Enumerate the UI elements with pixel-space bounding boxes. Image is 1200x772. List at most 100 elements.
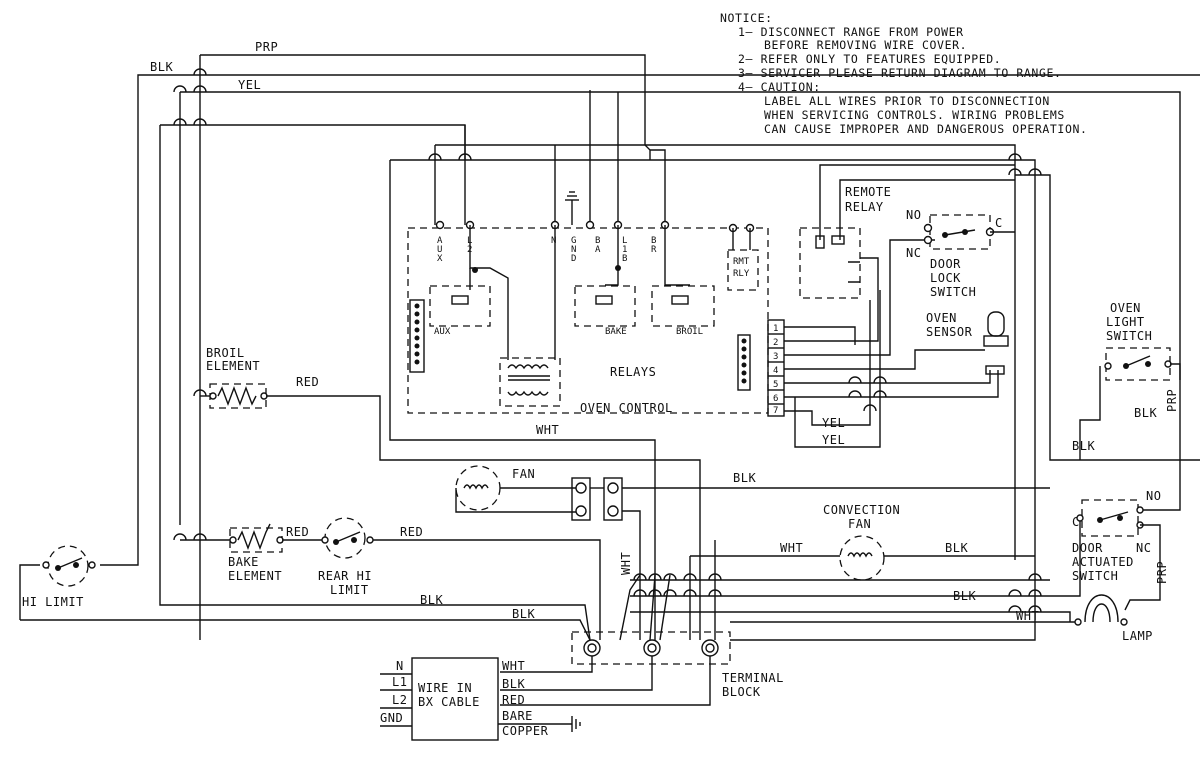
contact-c-2: C [1072, 515, 1080, 529]
svg-text:RELAY: RELAY [845, 200, 884, 214]
convection-fan: CONVECTION FAN WHT BLK [690, 503, 1035, 581]
svg-text:REAR HI: REAR HI [318, 569, 372, 583]
svg-text:B: B [622, 254, 627, 264]
svg-text:B: B [595, 236, 600, 246]
notice-line: 2— REFER ONLY TO FEATURES EQUIPPED. [738, 52, 1001, 66]
wire-label-blk-hi: BLK [512, 607, 535, 621]
wire-label-prp: PRP [255, 40, 278, 54]
svg-text:RMT: RMT [733, 257, 750, 267]
svg-text:1: 1 [622, 245, 627, 255]
connector-wires: YEL YEL [784, 239, 999, 448]
broil-relay [651, 285, 715, 327]
svg-text:CONVECTION: CONVECTION [823, 503, 900, 517]
wire-label-blk-bx: BLK [502, 677, 525, 691]
svg-text:FAN: FAN [848, 517, 871, 531]
wire-label-blk: BLK [150, 60, 173, 74]
top-harness [19, 54, 1200, 650]
lamp: LAMP [730, 594, 1153, 643]
rmt-rly [727, 249, 759, 291]
oven-sensor: OVEN SENSOR [926, 311, 1009, 375]
svg-text:X: X [437, 254, 443, 264]
contact-c: C [995, 216, 1003, 230]
wire-label-blk-right: BLK [953, 589, 976, 603]
wire-label-yel: YEL [238, 78, 261, 92]
svg-text:BLOCK: BLOCK [722, 685, 761, 699]
broil-element: BROIL ELEMENT RED [200, 346, 701, 640]
notice-block: NOTICE: 1— DISCONNECT RANGE FROM POWER B… [720, 11, 1088, 136]
svg-text:BX CABLE: BX CABLE [418, 695, 480, 709]
rear-hi-limit: RED REAR HI LIMIT [318, 517, 601, 640]
bake-relay-label: BAKE [605, 327, 627, 337]
wire-label-red-bake: RED [286, 525, 309, 539]
terminal-gnd: G N D [571, 236, 576, 264]
notice-line: 3— SERVICER PLEASE RETURN DIAGRAM TO RAN… [738, 66, 1062, 80]
notice-line: CAN CAUSE IMPROPER AND DANGEROUS OPERATI… [764, 122, 1088, 136]
svg-text:D: D [571, 254, 576, 264]
svg-text:BAKE: BAKE [228, 555, 259, 569]
terminal-aux: A U X [437, 236, 443, 264]
svg-text:DOOR: DOOR [1072, 541, 1103, 555]
svg-text:SENSOR: SENSOR [926, 325, 973, 339]
wire-label-blk-conv: BLK [945, 541, 968, 555]
svg-text:OVEN: OVEN [1110, 301, 1141, 315]
broil-relay-label: BROIL [676, 327, 703, 337]
svg-text:ELEMENT: ELEMENT [228, 569, 282, 583]
lower-harness: WHT BLK BLK BLK WHT [173, 389, 1081, 641]
supply-l2: L2 [392, 693, 407, 707]
svg-text:R: R [651, 245, 657, 255]
wire-label-blk-lower: BLK [420, 593, 443, 607]
contact-nc: NC [906, 246, 921, 260]
wire-label-blk-light: BLK [1134, 406, 1157, 420]
svg-text:U: U [437, 245, 442, 255]
bx-cable: WIRE IN BX CABLE N L1 L2 GND WHT BLK RED… [380, 657, 581, 741]
contact-no: NO [906, 208, 921, 222]
svg-text:ELEMENT: ELEMENT [206, 359, 260, 373]
door-lock-switch: NO NC C DOOR LOCK SWITCH [906, 208, 1015, 299]
bake-element: RED BAKE ELEMENT [180, 523, 322, 583]
svg-text:RLY: RLY [733, 269, 750, 279]
svg-text:DOOR: DOOR [930, 257, 961, 271]
pin-6: 6 [773, 394, 778, 404]
notice-line: BEFORE REMOVING WIRE COVER. [764, 38, 967, 52]
svg-text:BROIL: BROIL [206, 346, 245, 360]
wire-label-red-rear: RED [400, 525, 423, 539]
aux-relay-label: AUX [434, 327, 451, 337]
wire-label-wht-conv: WHT [780, 541, 803, 555]
wire-label-wht-1: WHT [536, 423, 559, 437]
pin-1: 1 [773, 324, 778, 334]
wire-label-prp-door: PRP [1155, 561, 1169, 584]
remote-relay: REMOTE RELAY [799, 164, 1015, 299]
wire-label-yel-2: YEL [822, 433, 845, 447]
transformer [499, 357, 561, 407]
svg-text:LAMP: LAMP [1122, 629, 1153, 643]
pin-connector: 1 2 3 4 5 6 7 [767, 319, 785, 417]
svg-text:A: A [437, 236, 443, 246]
wire-crossovers [173, 68, 1042, 176]
svg-text:HI LIMIT: HI LIMIT [22, 595, 84, 609]
svg-text:A: A [595, 245, 601, 255]
wire-label-yel-1: YEL [822, 416, 845, 430]
bake-relay [574, 285, 636, 327]
wire-label-blk-fan: BLK [733, 471, 756, 485]
left-connector-pins [414, 303, 420, 365]
wire-label-red-bx: RED [502, 693, 525, 707]
aux-relay [429, 285, 491, 327]
wire-label-copper: COPPER [502, 724, 549, 738]
wire-label-red-broil: RED [296, 375, 319, 389]
svg-text:SWITCH: SWITCH [1106, 329, 1152, 343]
pin-7: 7 [773, 406, 778, 416]
svg-text:SWITCH: SWITCH [1072, 569, 1118, 583]
svg-text:REMOTE: REMOTE [845, 185, 891, 199]
pin-5: 5 [773, 380, 778, 390]
ground-symbol [565, 191, 579, 225]
svg-text:FAN: FAN [512, 467, 535, 481]
svg-text:OVEN: OVEN [926, 311, 957, 325]
terminal-block: TERMINAL BLOCK [500, 631, 783, 706]
svg-text:N: N [571, 245, 576, 255]
terminal-n: N [551, 236, 556, 246]
wire-label-wht-bx: WHT [502, 659, 525, 673]
wire-label-bare: BARE [502, 709, 533, 723]
supply-n: N [396, 659, 404, 673]
notice-heading: NOTICE: [720, 11, 773, 25]
